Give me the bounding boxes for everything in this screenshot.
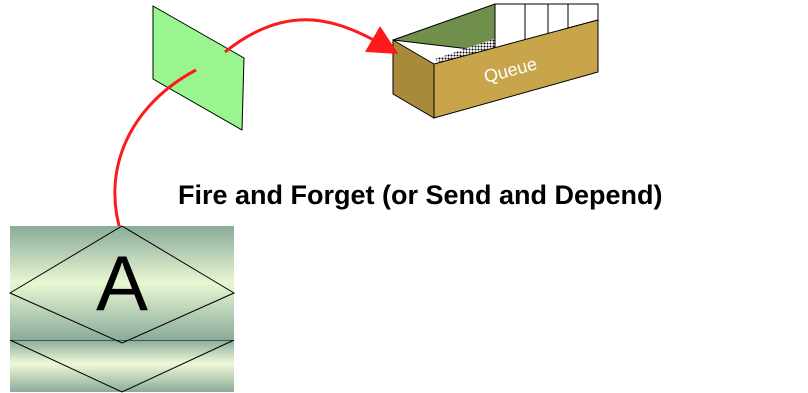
message-card-icon bbox=[152, 5, 245, 131]
node-label: A bbox=[96, 239, 148, 327]
queue-box-icon: Queue bbox=[392, 3, 599, 119]
diagram-caption: Fire and Forget (or Send and Depend) bbox=[178, 180, 663, 210]
application-node-icon: A bbox=[8, 225, 236, 393]
send-arrow-icon bbox=[113, 18, 399, 237]
